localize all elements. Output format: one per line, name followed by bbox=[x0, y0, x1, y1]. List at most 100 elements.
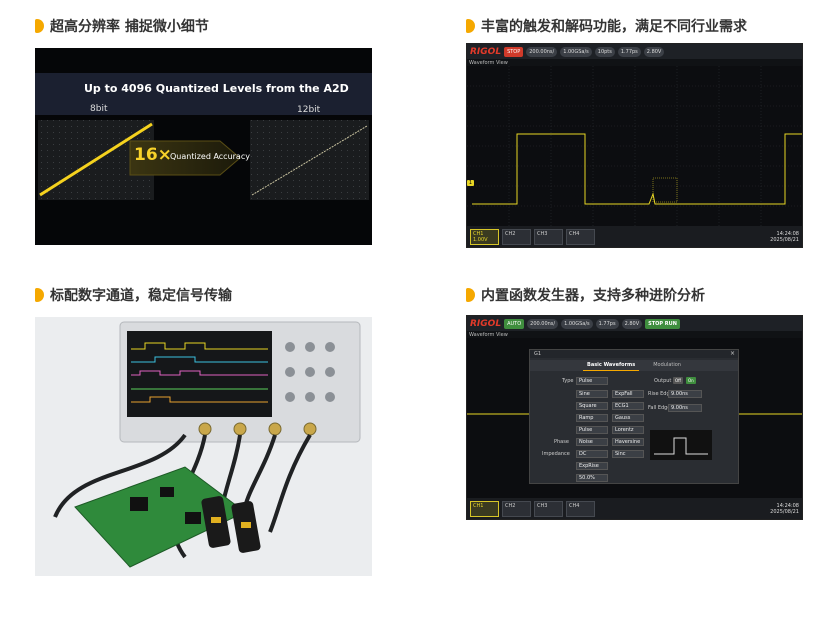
trigger-waveform-graphic bbox=[467, 66, 802, 228]
channel-label: CH2 bbox=[505, 230, 516, 237]
feature-title-digital: 标配数字通道，稳定信号传输 bbox=[50, 288, 232, 304]
channel-scale: 1.00V bbox=[473, 236, 488, 243]
channel-ch4[interactable]: CH4 bbox=[566, 228, 595, 245]
multiplier-text: 16× bbox=[134, 145, 172, 165]
waveform-option[interactable]: Sine bbox=[576, 390, 608, 398]
8bit-ramp bbox=[39, 122, 153, 197]
trigger-chip[interactable]: 1.77ps bbox=[617, 46, 641, 57]
stop-run-button[interactable]: STOP RUN bbox=[645, 318, 680, 329]
function-generator-dialog: G1 × Basic Waveforms Modulation Type Pul… bbox=[529, 349, 739, 484]
heading-marker bbox=[35, 288, 44, 302]
tab-basic-waveforms[interactable]: Basic Waveforms bbox=[583, 360, 640, 371]
duty-field[interactable]: 50.0% bbox=[576, 474, 608, 482]
waveform-option[interactable]: Haversine bbox=[612, 438, 644, 446]
brand-logo: RIGOL bbox=[470, 46, 502, 57]
feature-title-trigger: 丰富的触发和解码功能，满足不同行业需求 bbox=[481, 19, 747, 35]
dialog-title-bar: G1 bbox=[530, 350, 738, 358]
feature-heading-1: 超高分辨率 捕捉微小细节 bbox=[35, 16, 209, 36]
trigger-chip[interactable]: 1.77ps bbox=[595, 318, 619, 329]
scope-top-bar: RIGOL AUTO 200.00ns/ 1.00GSa/s 1.77ps 2.… bbox=[467, 316, 802, 331]
channel-label: CH4 bbox=[569, 230, 580, 237]
pulse-preview bbox=[650, 430, 712, 460]
timebase-chip[interactable]: 200.00ns/ bbox=[526, 46, 558, 57]
channel-label: CH1 bbox=[473, 230, 484, 237]
rise-edge-field[interactable]: 9.00ns bbox=[668, 390, 702, 398]
tab-modulation[interactable]: Modulation bbox=[653, 362, 681, 368]
channel-ch3[interactable]: CH3 bbox=[534, 500, 563, 517]
channel-ch2[interactable]: CH2 bbox=[502, 500, 531, 517]
brand-logo: RIGOL bbox=[470, 318, 502, 329]
waveform-option[interactable]: Lorentz bbox=[612, 426, 644, 434]
waveform-option[interactable]: Sinc bbox=[612, 450, 644, 458]
rise-edge-label: Rise Edge bbox=[648, 391, 673, 397]
heading-marker bbox=[466, 19, 475, 33]
scope-screen-trigger: RIGOL STOP 200.00ns/ 1.00GSa/s 10pts 1.7… bbox=[466, 43, 803, 248]
waveform-view-label: Waveform View bbox=[469, 60, 508, 66]
channel-ch3[interactable]: CH3 bbox=[534, 228, 563, 245]
waveform-view-label: Waveform View bbox=[469, 332, 508, 338]
run-state-badge[interactable]: AUTO bbox=[504, 318, 525, 329]
clock-date: 2025/08/21 bbox=[770, 236, 799, 243]
timebase-chip[interactable]: 200.00ns/ bbox=[527, 318, 559, 329]
channel-ch2[interactable]: CH2 bbox=[502, 228, 531, 245]
channel-ch1[interactable]: CH1 bbox=[470, 500, 499, 517]
dialog-tabs: Basic Waveforms Modulation bbox=[530, 360, 738, 371]
channel-label: CH3 bbox=[537, 502, 548, 509]
oscilloscope-photo-graphic bbox=[53, 321, 361, 568]
12bit-ramp bbox=[251, 125, 368, 196]
waveform-option[interactable]: Square bbox=[576, 402, 608, 410]
channel-label: CH3 bbox=[537, 230, 548, 237]
channel-ch4[interactable]: CH4 bbox=[566, 500, 595, 517]
resolution-graphic bbox=[38, 120, 369, 200]
accuracy-arrow bbox=[129, 140, 241, 176]
waveform-option[interactable]: Noise bbox=[576, 438, 608, 446]
scope-screen-generator: RIGOL AUTO 200.00ns/ 1.00GSa/s 1.77ps 2.… bbox=[466, 315, 803, 520]
phase-label: Phase bbox=[554, 439, 569, 445]
impedance-label: Impedance bbox=[542, 451, 570, 457]
waveform-option[interactable]: Ramp bbox=[576, 414, 608, 422]
ch1-marker[interactable]: 1 bbox=[467, 180, 474, 186]
heading-marker bbox=[35, 19, 44, 33]
waveform-option[interactable]: ExpFall bbox=[612, 390, 644, 398]
waveform-option[interactable]: ECG1 bbox=[612, 402, 644, 410]
sample-rate-chip[interactable]: 1.00GSa/s bbox=[560, 46, 592, 57]
output-label: Output bbox=[654, 378, 672, 384]
type-select[interactable]: Pulse bbox=[576, 377, 608, 385]
label-8bit: 8bit bbox=[90, 104, 108, 114]
digital-probe-photo bbox=[35, 317, 372, 576]
trigger-voltage-chip[interactable]: 2.80V bbox=[621, 318, 643, 329]
feature-heading-3: 标配数字通道，稳定信号传输 bbox=[35, 285, 232, 305]
clock-time: 14:24:08 bbox=[776, 502, 799, 509]
multiplier-caption: Quantized Accuracy bbox=[170, 152, 250, 161]
output-off-button[interactable]: Off bbox=[673, 377, 683, 384]
scope-top-bar: RIGOL STOP 200.00ns/ 1.00GSa/s 10pts 1.7… bbox=[467, 44, 802, 59]
output-on-button[interactable]: On bbox=[686, 377, 696, 384]
trigger-voltage-chip[interactable]: 2.80V bbox=[643, 46, 665, 57]
clock-date: 2025/08/21 bbox=[770, 508, 799, 515]
depth-chip[interactable]: 10pts bbox=[594, 46, 615, 57]
dialog-title: G1 bbox=[534, 351, 542, 357]
feature-heading-4: 内置函数发生器，支持多种进阶分析 bbox=[466, 285, 705, 305]
resolution-image: Up to 4096 Quantized Levels from the A2D… bbox=[35, 48, 372, 245]
fall-edge-field[interactable]: 9.00ns bbox=[668, 404, 702, 412]
decode-region bbox=[652, 177, 678, 203]
run-state-badge[interactable]: STOP bbox=[504, 46, 524, 57]
type-label: Type bbox=[562, 378, 574, 384]
feature-title-generator: 内置函数发生器，支持多种进阶分析 bbox=[481, 288, 705, 304]
title-band bbox=[35, 73, 372, 115]
close-icon[interactable]: × bbox=[729, 350, 735, 357]
channel-label: CH2 bbox=[505, 502, 516, 509]
waveform-option[interactable]: Pulse bbox=[576, 426, 608, 434]
channel-label: CH1 bbox=[473, 502, 484, 509]
waveform-option[interactable]: Gauss bbox=[612, 414, 644, 422]
resolution-title: Up to 4096 Quantized Levels from the A2D bbox=[84, 82, 349, 95]
waveform-option[interactable]: DC bbox=[576, 450, 608, 458]
sample-rate-chip[interactable]: 1.00GSa/s bbox=[561, 318, 593, 329]
waveform-option[interactable]: ExpRise bbox=[576, 462, 608, 470]
fall-edge-label: Fall Edge bbox=[648, 405, 671, 411]
label-12bit: 12bit bbox=[297, 105, 321, 115]
